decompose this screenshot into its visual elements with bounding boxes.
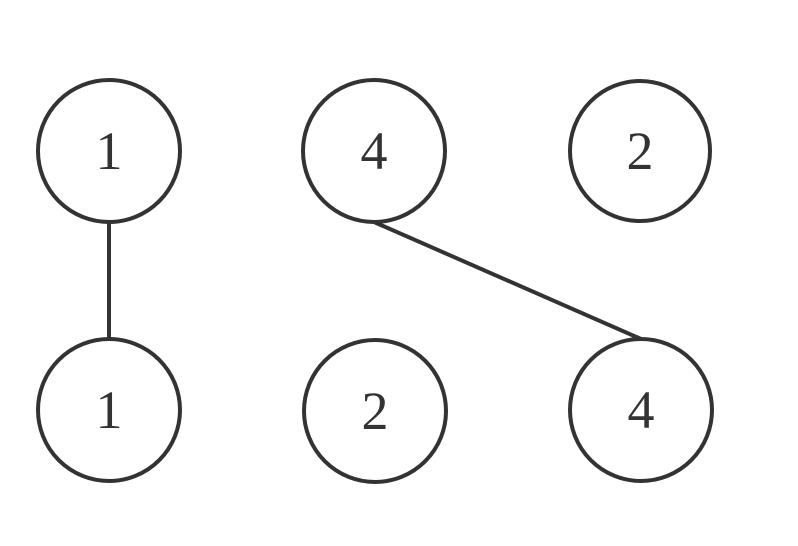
node-circle-top-middle	[301, 78, 447, 224]
node-circle-top-right	[568, 79, 712, 223]
edge-top-middle-to-bottom-right	[373, 220, 642, 341]
node-top-right: 2	[568, 79, 712, 223]
node-label-bottom-left: 1	[96, 380, 123, 440]
node-label-top-right: 2	[627, 121, 654, 181]
node-label-bottom-middle: 2	[362, 381, 389, 441]
node-bottom-left: 1	[36, 337, 182, 483]
node-label-top-left: 1	[96, 121, 123, 181]
node-circle-bottom-middle	[302, 338, 448, 484]
node-bottom-right: 4	[568, 337, 714, 483]
node-circle-bottom-right	[568, 337, 714, 483]
node-top-middle: 4	[301, 78, 447, 224]
node-circle-bottom-left	[36, 337, 182, 483]
node-circle-top-left	[36, 78, 182, 224]
node-label-bottom-right: 4	[628, 380, 655, 440]
node-bottom-middle: 2	[302, 338, 448, 484]
node-label-top-middle: 4	[361, 121, 388, 181]
node-top-left: 1	[36, 78, 182, 224]
